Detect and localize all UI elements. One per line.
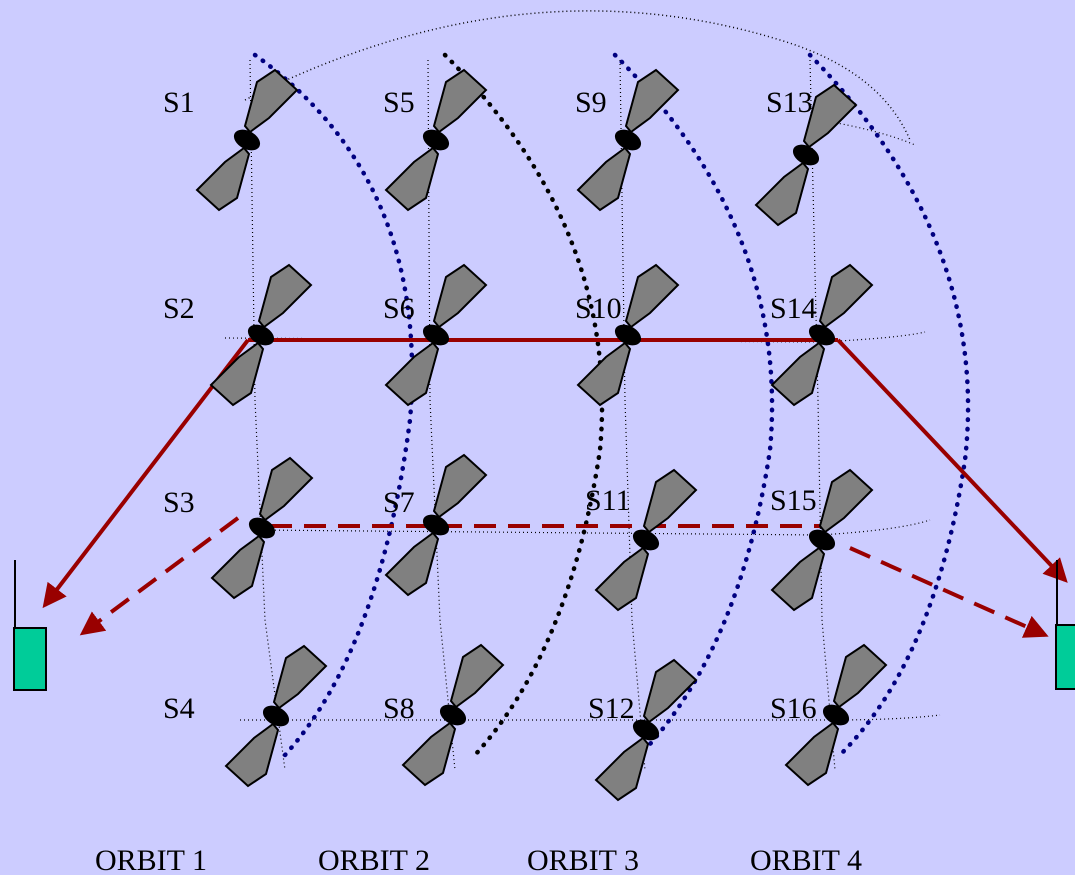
backup-path	[79, 516, 1049, 638]
satellite-icon-s8	[402, 644, 504, 786]
satellite-icon-s12	[595, 659, 697, 801]
orbit-arc-1	[252, 52, 415, 758]
orbit-grid-vertical	[249, 59, 836, 771]
satellite-label-s10: S10	[575, 292, 622, 325]
ground-station-right	[1055, 560, 1075, 690]
orbit-arcs	[252, 52, 971, 758]
satellite-label-s2: S2	[163, 292, 195, 325]
primary-downlink	[836, 338, 1068, 583]
satellite-label-s11: S11	[585, 484, 631, 517]
orbit-arc-4	[807, 52, 971, 758]
satellite-label-s14: S14	[770, 292, 817, 325]
backup-downlink	[849, 546, 1049, 638]
orbit-label-1: ORBIT 1	[95, 844, 207, 875]
orbit-labels: ORBIT 1 ORBIT 2 ORBIT 3 ORBIT 4	[95, 844, 862, 875]
satellite-label-s16: S16	[770, 692, 817, 725]
satellite-label-s9: S9	[575, 86, 607, 119]
orbit-label-4: ORBIT 4	[750, 844, 862, 875]
satellite-label-s7: S7	[383, 486, 415, 519]
primary-path	[42, 338, 1068, 609]
satellite-icon-s1	[196, 69, 298, 211]
orbit-arc-2	[442, 52, 605, 758]
satellite-label-s4: S4	[163, 692, 195, 725]
orbit-label-2: ORBIT 2	[318, 844, 430, 875]
satellite-label-s13: S13	[766, 86, 813, 119]
satellite-icon-s10	[577, 264, 679, 406]
ground-station-left	[13, 560, 47, 691]
satellite-label-s8: S8	[383, 692, 415, 725]
satellite-label-s1: S1	[163, 86, 195, 119]
orbit-arc-3	[612, 52, 775, 758]
orbit-grid-horizontal	[224, 119, 941, 721]
satellite-label-s3: S3	[163, 486, 195, 519]
satellite-labels: S1 S2 S3 S4 S5 S6 S7 S8 S9 S10 S11 S12 S…	[163, 86, 817, 725]
satellites	[196, 69, 887, 801]
constellation-envelope-arc	[244, 10, 911, 141]
satellite-label-s12: S12	[588, 692, 635, 725]
satellite-label-s15: S15	[770, 484, 817, 517]
satellite-icon-s14	[771, 264, 873, 406]
satellite-label-s6: S6	[383, 292, 415, 325]
satellite-icon-s2	[210, 264, 312, 406]
satellite-label-s5: S5	[383, 86, 415, 119]
orbit-label-3: ORBIT 3	[527, 844, 639, 875]
satellite-icon-s6	[385, 264, 487, 406]
satellite-icon-s4	[225, 645, 327, 787]
